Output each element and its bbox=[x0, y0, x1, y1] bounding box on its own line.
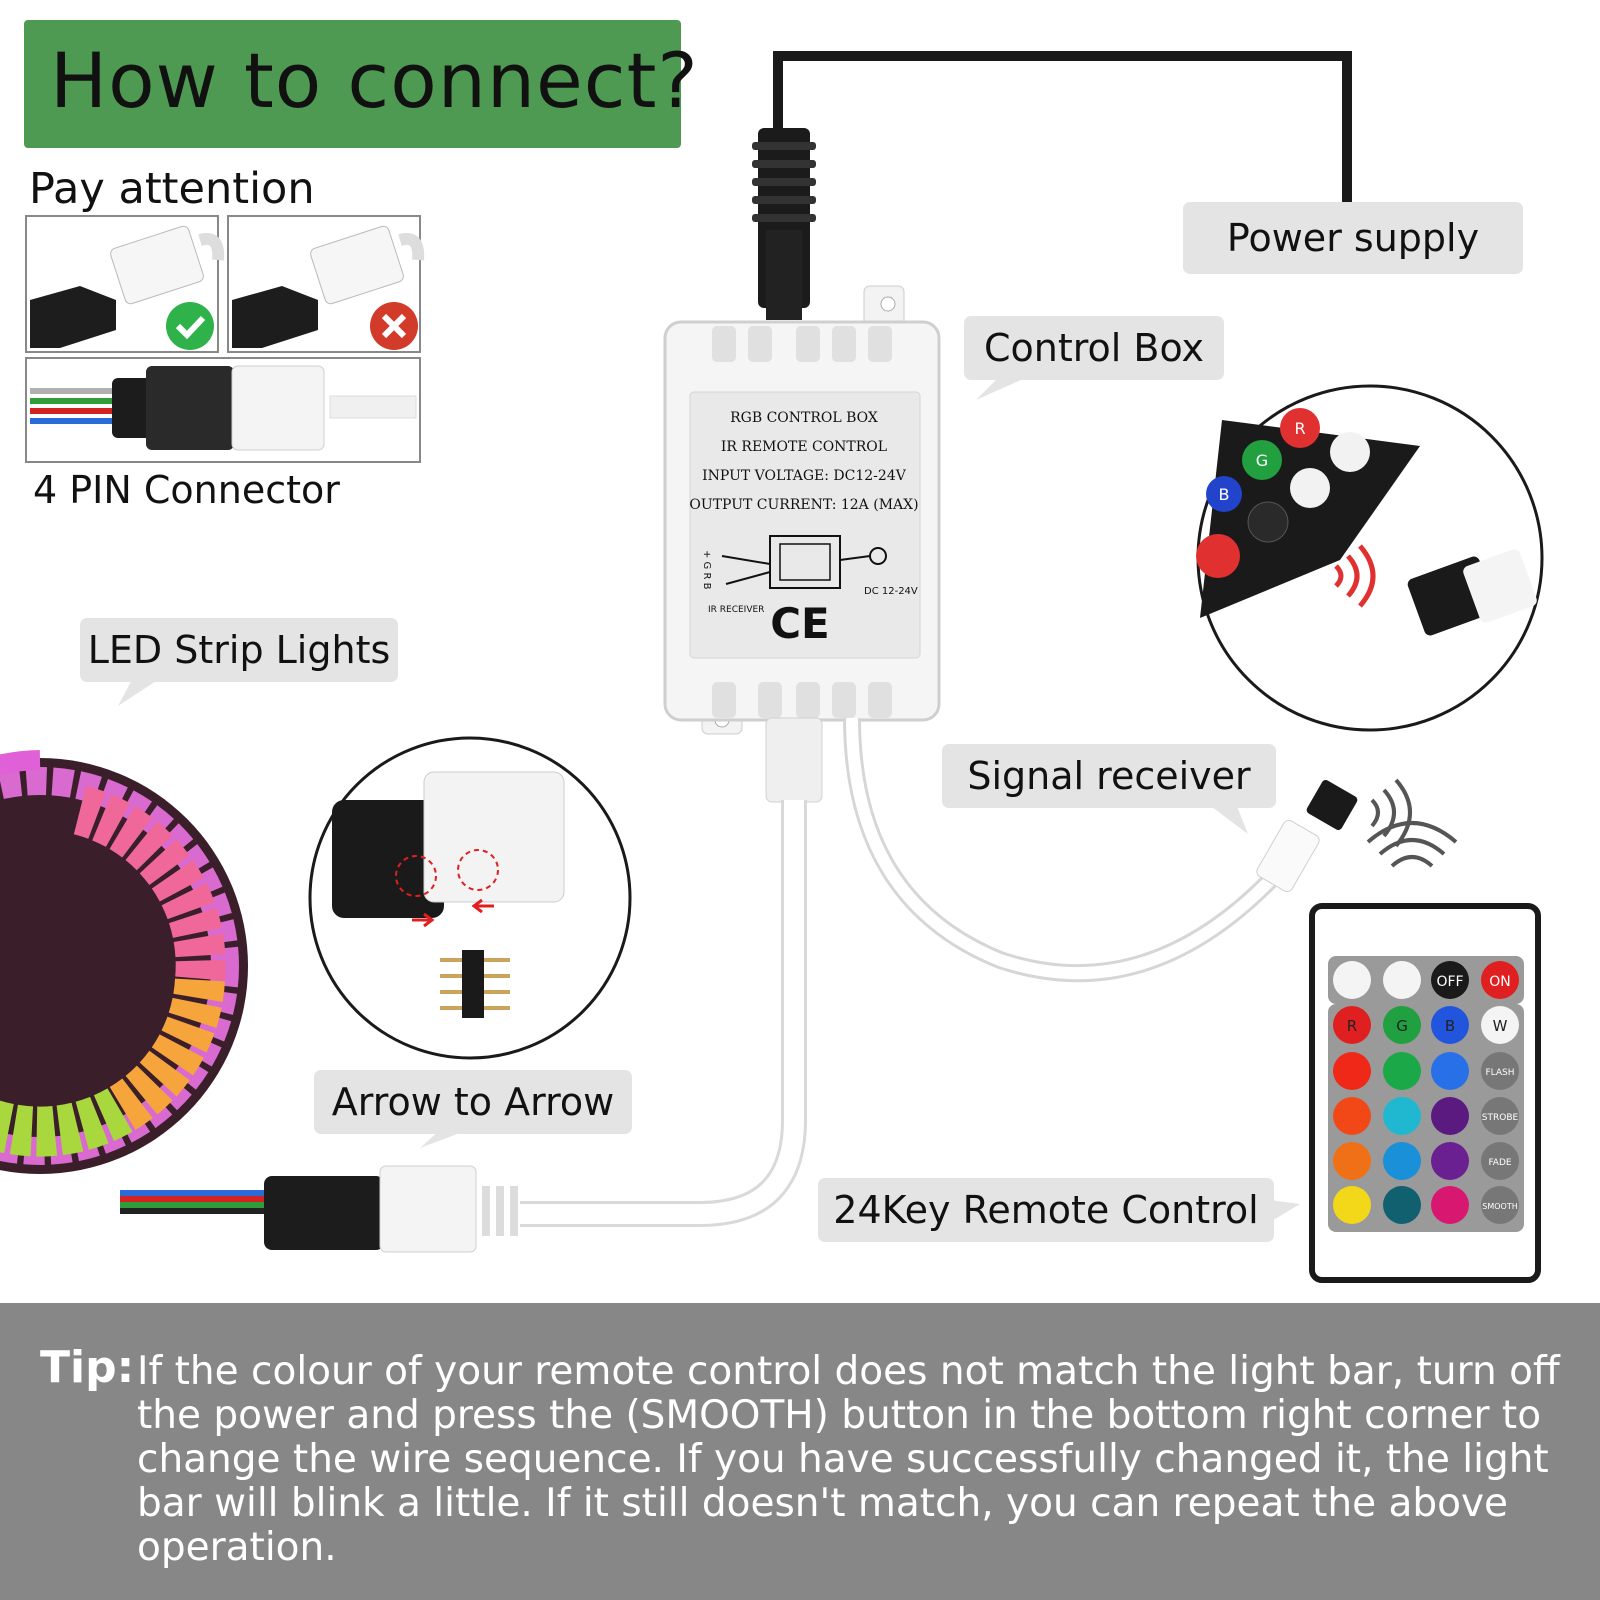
control-box: RGB CONTROL BOX IR REMOTE CONTROL INPUT … bbox=[663, 285, 941, 735]
pin-connector-label: 4 PIN Connector bbox=[33, 468, 340, 512]
svg-text:ON: ON bbox=[1489, 974, 1511, 990]
on-key bbox=[1481, 961, 1519, 999]
zoom-key-b: B bbox=[1219, 485, 1230, 504]
svg-text:G: G bbox=[1396, 1017, 1408, 1035]
box-pin-labels: + G R B bbox=[701, 550, 712, 590]
remote-24key: OFF ON R G B W FLASH STROBE FADE SMOOTH bbox=[1309, 821, 1541, 1283]
box-label-line4: OUTPUT CURRENT: 12A (MAX) bbox=[689, 497, 918, 513]
svg-text:OFF: OFF bbox=[1436, 974, 1463, 990]
header-banner bbox=[24, 20, 681, 148]
callout-led-strip: LED Strip Lights bbox=[80, 618, 398, 682]
remote-color-grid: R G B W bbox=[1333, 1006, 1519, 1224]
bottom-connector bbox=[264, 1165, 518, 1253]
brightness-down-key bbox=[1383, 961, 1421, 999]
callout-arrow-to-arrow: Arrow to Arrow bbox=[314, 1070, 632, 1134]
zoom-remote-circle: R G B bbox=[1196, 384, 1544, 732]
remote-mode-keys: FLASH STROBE FADE SMOOTH bbox=[1481, 1052, 1519, 1224]
box-label-line2: IR REMOTE CONTROL bbox=[721, 439, 887, 455]
svg-text:FLASH: FLASH bbox=[1485, 1068, 1514, 1078]
svg-text:FADE: FADE bbox=[1488, 1158, 1511, 1168]
led-strip-reel bbox=[0, 750, 248, 1182]
svg-text:STROBE: STROBE bbox=[1482, 1113, 1519, 1123]
tip-band bbox=[0, 1303, 1600, 1600]
callout-control-box: Control Box bbox=[964, 316, 1224, 380]
wiring-diagram: RGB CONTROL BOX IR REMOTE CONTROL INPUT … bbox=[0, 51, 1544, 1283]
connector-correct-panel bbox=[25, 215, 225, 353]
connector-wrong-panel bbox=[227, 215, 425, 353]
ir-receiver-text: IR RECEIVER bbox=[708, 605, 764, 615]
output-cable bbox=[520, 717, 823, 1227]
svg-text:R: R bbox=[1347, 1017, 1357, 1035]
svg-text:W: W bbox=[1493, 1017, 1508, 1035]
pay-attention-label: Pay attention bbox=[29, 164, 315, 214]
connector-side-panel bbox=[25, 357, 421, 463]
zoom-arrow-circle bbox=[308, 736, 632, 1060]
zoom-key-g: G bbox=[1256, 451, 1268, 470]
zoom-key-r: R bbox=[1294, 419, 1305, 438]
off-key bbox=[1431, 961, 1469, 999]
svg-text:B: B bbox=[1445, 1017, 1455, 1035]
ir-receiver-cable bbox=[843, 717, 1412, 983]
ce-mark: CE bbox=[770, 599, 830, 648]
svg-text:SMOOTH: SMOOTH bbox=[1482, 1202, 1517, 1211]
box-label-line1: RGB CONTROL BOX bbox=[730, 410, 878, 426]
box-label-line3: INPUT VOLTAGE: DC12-24V bbox=[702, 468, 907, 484]
callout-power-supply: Power supply bbox=[1183, 202, 1523, 274]
brightness-up-key bbox=[1333, 961, 1371, 999]
tip-label: Tip: bbox=[40, 1342, 135, 1393]
strip-wires bbox=[120, 1190, 280, 1214]
page-title: How to connect? bbox=[50, 36, 699, 125]
callout-remote-control: 24Key Remote Control bbox=[818, 1178, 1274, 1242]
dc-jack bbox=[752, 128, 816, 320]
callout-signal-receiver: Signal receiver bbox=[942, 744, 1276, 808]
tip-text: If the colour of your remote control doe… bbox=[137, 1349, 1560, 1570]
dc-voltage-text: DC 12-24V bbox=[864, 586, 918, 597]
power-cable bbox=[773, 51, 1352, 202]
remote-row-top: OFF ON bbox=[1333, 961, 1519, 999]
